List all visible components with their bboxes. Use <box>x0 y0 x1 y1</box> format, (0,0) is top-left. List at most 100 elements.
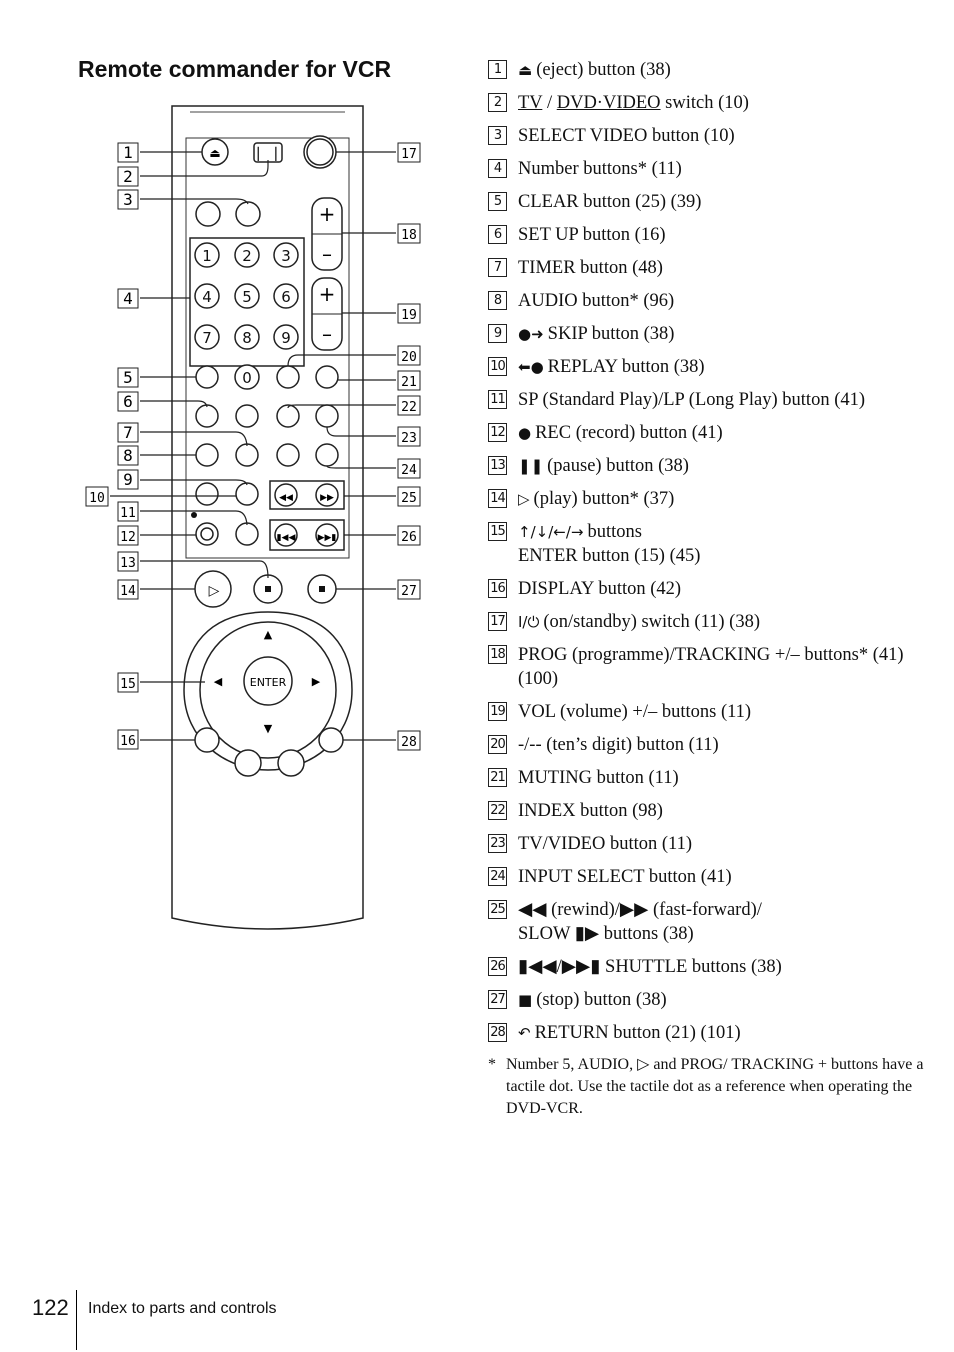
shuttle-prev-button <box>274 523 298 547</box>
callout-5: 5 <box>123 368 133 387</box>
callout-11: 11 <box>120 506 136 521</box>
svg-text:▶▶▮: ▶▶▮ <box>318 533 337 543</box>
svg-text:◀◀: ◀◀ <box>279 493 293 503</box>
rec-dot-icon: ● <box>518 424 532 442</box>
callout-27: 27 <box>401 584 417 599</box>
list-item: 14▷(play) button* (37) <box>488 487 928 511</box>
svg-text:▶: ▶ <box>312 675 321 688</box>
page-title: Remote commander for VCR <box>78 56 392 82</box>
section-name: Index to parts and controls <box>88 1300 277 1317</box>
num-key-0: 0 <box>242 369 252 387</box>
timer-button <box>235 443 259 467</box>
callout-10: 10 <box>89 491 105 506</box>
list-item: 28↶RETURN button (21) (101) <box>488 1021 928 1045</box>
callout-15: 15 <box>120 677 136 692</box>
replay-icon: ⬅● <box>518 358 544 376</box>
svg-text:⏏: ⏏ <box>209 146 220 160</box>
num-key-3: 3 <box>281 247 291 265</box>
rewind-button <box>274 483 298 507</box>
list-item: 1⏏(eject) button (38) <box>488 58 928 82</box>
callout-18: 18 <box>401 228 417 243</box>
svg-text:▷: ▷ <box>209 583 220 599</box>
callout-16: 16 <box>120 734 136 749</box>
return-button <box>318 727 344 753</box>
svg-text:▼: ▼ <box>264 722 273 735</box>
list-item: 27■(stop) button (38) <box>488 988 928 1012</box>
callout-4: 4 <box>123 289 133 308</box>
prog-minus-label: – <box>322 242 332 266</box>
arrows-icon: ↑/↓/←/→ <box>518 523 584 541</box>
callout-22: 22 <box>401 400 417 415</box>
svg-text:◀: ◀ <box>214 675 223 688</box>
num-key-4: 4 <box>202 288 212 306</box>
stop-icon: ■ <box>518 991 533 1009</box>
num-key-5: 5 <box>242 288 252 306</box>
list-item: 13❚❚(pause) button (38) <box>488 454 928 478</box>
list-item: 20-/-- (ten’s digit) button (11) <box>488 733 928 757</box>
ten-digit-button <box>276 365 300 389</box>
callout-12: 12 <box>120 530 136 545</box>
set-up-button <box>195 404 219 428</box>
skip-button <box>235 482 259 506</box>
callout-17: 17 <box>401 147 417 162</box>
svg-text:▲: ▲ <box>264 628 273 641</box>
input-select-button <box>315 443 339 467</box>
svg-text:▏▕: ▏▕ <box>257 146 277 161</box>
select-video-button <box>195 201 221 227</box>
display-button <box>194 727 220 753</box>
callout-20: 20 <box>401 350 417 365</box>
list-item: 25◀◀ (rewind)/▶▶ (fast-forward)/SLOW ▮▶ … <box>488 898 928 946</box>
vol-plus-label: + <box>319 282 336 306</box>
index-button <box>276 404 300 428</box>
callout-7: 7 <box>123 423 133 442</box>
callout-2: 2 <box>123 167 133 186</box>
svg-text:▶▶: ▶▶ <box>320 493 334 503</box>
list-item: 12●REC (record) button (41) <box>488 421 928 445</box>
num-key-7: 7 <box>202 329 212 347</box>
page-number: 122 <box>32 1295 69 1320</box>
callout-21: 21 <box>401 375 417 390</box>
skip-icon: ●➜ <box>518 325 544 343</box>
remote-diagram: ▏▕ ⏏ + – + – 1 2 3 4 5 6 7 8 9 0 <box>85 105 421 930</box>
callout-14: 14 <box>120 584 136 599</box>
callout-3: 3 <box>123 190 133 209</box>
clear-button <box>195 365 219 389</box>
callout-1: 1 <box>123 143 133 162</box>
callout-28: 28 <box>401 735 417 750</box>
svg-text:▮◀◀: ▮◀◀ <box>277 533 296 543</box>
list-item: 26▮◀◀/▶▶▮ SHUTTLE buttons (38) <box>488 955 928 979</box>
eject-icon: ⏏ <box>518 61 533 79</box>
callout-26: 26 <box>401 530 417 545</box>
num-key-6: 6 <box>281 288 291 306</box>
num-key-9: 9 <box>281 329 291 347</box>
footnote: *Number 5, AUDIO, ▷ and PROG/ TRACKING +… <box>488 1056 924 1117</box>
pause-icon: ❚❚ <box>518 457 544 475</box>
muting-button <box>315 365 339 389</box>
replay-button <box>195 482 219 506</box>
callout-6: 6 <box>123 392 133 411</box>
vol-minus-label: – <box>322 322 332 346</box>
callout-23: 23 <box>401 431 417 446</box>
list-item: 10⬅●REPLAY button (38) <box>488 355 928 379</box>
callout-25: 25 <box>401 491 417 506</box>
play-icon: ▷ <box>518 490 530 508</box>
callout-19: 19 <box>401 308 417 323</box>
num-key-8: 8 <box>242 329 252 347</box>
callout-24: 24 <box>401 463 417 478</box>
audio-button <box>195 443 219 467</box>
